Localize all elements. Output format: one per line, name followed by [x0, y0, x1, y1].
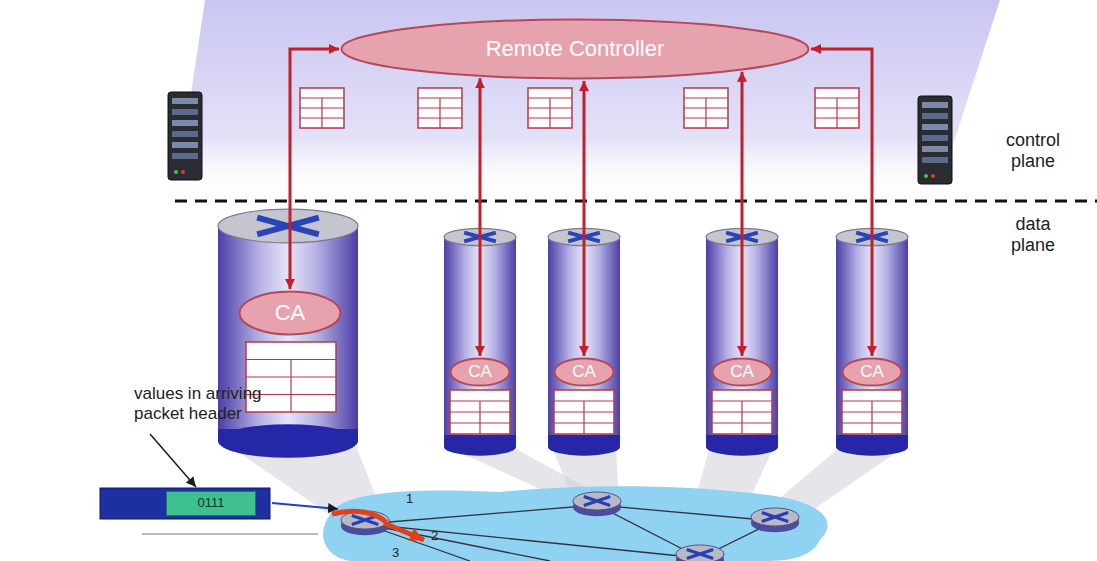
control-channel: [290, 49, 339, 289]
control-channel: [741, 72, 744, 356]
router-cross: [584, 497, 610, 506]
forward-arrow: [384, 523, 424, 540]
header-field: 0111: [166, 491, 256, 516]
table-column: [705, 98, 706, 128]
table-column: [741, 401, 742, 434]
network-link: [365, 524, 550, 561]
plane-separator: [175, 200, 1097, 203]
control-agent: CA: [449, 357, 511, 387]
server-slot: [922, 146, 948, 152]
ellipse-outline: [713, 359, 772, 386]
switch-bottom: [836, 438, 908, 455]
network-link: [365, 524, 700, 558]
server-slot: [172, 142, 198, 148]
server-led: [931, 174, 935, 178]
node-label: CA: [275, 301, 306, 325]
ellipse-outline: [240, 292, 341, 335]
server-slot: [172, 109, 198, 115]
node-label: CA: [860, 363, 884, 382]
server-slot: [172, 153, 198, 159]
ellipse-outline: [843, 359, 902, 386]
table-column: [836, 98, 837, 128]
server-slot: [172, 98, 198, 104]
switch-cross: [257, 218, 319, 235]
plane-label: data plane: [998, 214, 1068, 255]
port-number: 2: [431, 529, 445, 544]
node-label: CA: [730, 363, 754, 382]
switch-bottom: [444, 438, 516, 455]
port-number: 3: [392, 546, 406, 561]
plane-label: control plane: [998, 130, 1068, 171]
table-column: [439, 98, 440, 128]
server-slot: [922, 157, 948, 163]
switch-top: [218, 209, 358, 243]
control-agent: CA: [238, 290, 342, 336]
server-slot: [922, 113, 948, 119]
control-channel: [811, 49, 872, 356]
link-line: [142, 533, 318, 534]
router-top: [676, 545, 724, 561]
flow-table: [450, 390, 510, 434]
ellipse-outline: [451, 359, 510, 386]
server-icon: [918, 96, 952, 184]
control-agent: CA: [841, 357, 903, 387]
control-channel: [583, 81, 586, 356]
network-link: [365, 505, 597, 524]
port-number: 1: [406, 492, 420, 507]
switch-bottom: [548, 438, 620, 455]
node-label: Remote Controller: [486, 37, 665, 61]
table-column: [549, 98, 550, 128]
server-slot: [922, 102, 948, 108]
flow-table: [684, 88, 728, 128]
switch-bottom: [706, 438, 778, 455]
flow-table: [300, 88, 344, 128]
network-cloud: [323, 486, 827, 561]
table-column: [321, 98, 322, 128]
node-label: CA: [572, 363, 596, 382]
server-slot: [172, 131, 198, 137]
table-column: [583, 401, 584, 434]
server-icon: [168, 92, 202, 180]
controller-ellipse: Remote Controller: [340, 18, 810, 80]
table-column: [290, 360, 291, 413]
control-agent: CA: [553, 357, 615, 387]
flow-table: [815, 88, 859, 128]
callout-text: values in arriving packet header: [134, 384, 294, 423]
flow-table: [528, 88, 572, 128]
server-slot: [172, 120, 198, 126]
packet-arrow: [272, 503, 338, 509]
control-channel: [479, 78, 482, 356]
flow-table: [418, 88, 462, 128]
node-label: 0111: [198, 496, 225, 510]
control-agent: CA: [711, 357, 773, 387]
switch-bottom: [218, 424, 358, 458]
packet: [100, 488, 270, 519]
router-top: [573, 492, 621, 510]
ellipse-outline: [342, 20, 809, 79]
server-led: [174, 170, 178, 174]
server-led: [924, 174, 928, 178]
server-slot: [922, 124, 948, 130]
server-led: [181, 170, 185, 174]
forward-path: [332, 511, 386, 522]
flow-table: [842, 390, 902, 434]
rect-outline: [167, 492, 256, 516]
control-plane-band: [175, 0, 1000, 200]
ellipse-outline: [555, 359, 614, 386]
server-slot: [922, 135, 948, 141]
table-column: [479, 401, 480, 434]
router-cross: [762, 513, 788, 522]
table-column: [871, 401, 872, 434]
node-label: CA: [468, 363, 492, 382]
flow-table: [712, 390, 772, 434]
flow-table: [554, 390, 614, 434]
router-cross: [687, 550, 713, 559]
router-top: [751, 508, 799, 526]
leader-line: [150, 434, 196, 487]
